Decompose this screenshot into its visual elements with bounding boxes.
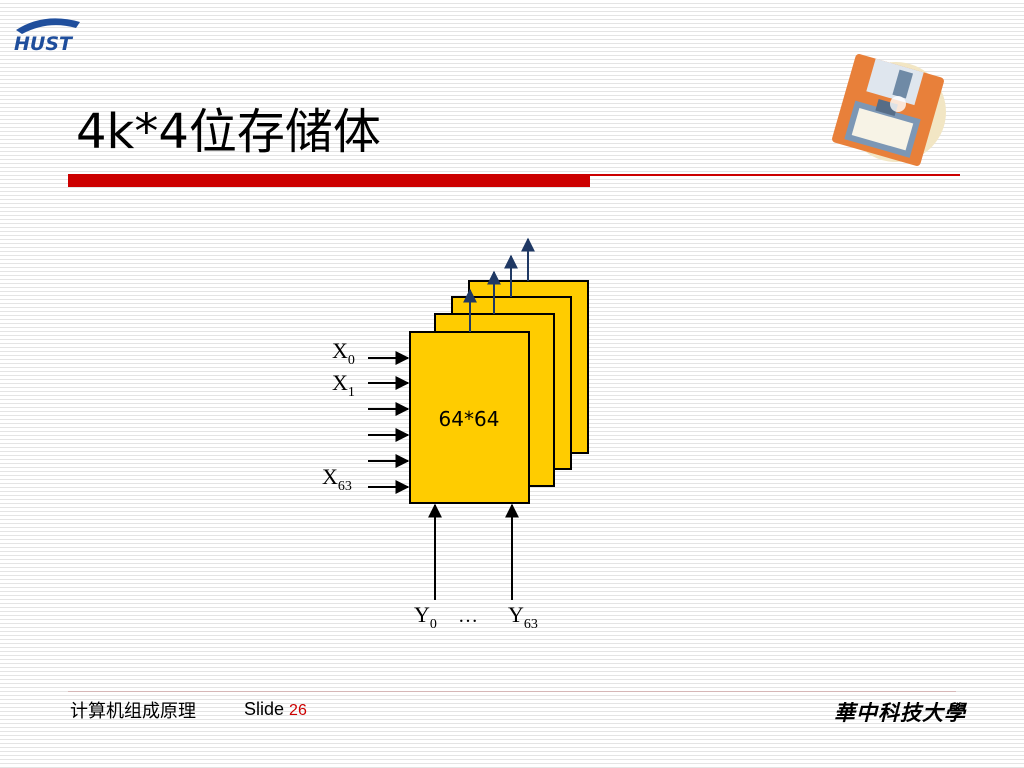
floppy-body [832, 54, 944, 166]
floppy-disk-icon [832, 54, 946, 166]
y63-label: Y63 [508, 602, 538, 632]
title-underline-thick [68, 174, 590, 187]
cd-hub [890, 96, 906, 112]
page-title: 4k*4位存储体 [76, 104, 381, 160]
hust-logo: HUST [14, 18, 80, 54]
logo-text: HUST [14, 33, 74, 54]
y-ellipsis: … [458, 605, 478, 627]
y0-label: Y0 [414, 602, 437, 632]
footer-slide-indicator: Slide 26 [244, 699, 307, 720]
slide-label: Slide [244, 699, 285, 719]
title-underline-thin [590, 174, 960, 176]
slide-number: 26 [289, 702, 307, 719]
memory-chip-1 [409, 331, 530, 504]
x0-label: X0 [332, 338, 355, 368]
chip-label: 64*64 [439, 407, 500, 431]
memory-array-diagram: 64*64 X0 X1 X63 Y0 … Y63 [322, 237, 589, 632]
x63-label: X63 [322, 464, 352, 494]
x1-label: X1 [332, 370, 355, 400]
logo-swoosh [16, 18, 80, 34]
university-name: 華中科技大學 [834, 700, 966, 725]
footer-divider [68, 691, 956, 692]
footer-course-name: 计算机组成原理 [70, 701, 196, 722]
